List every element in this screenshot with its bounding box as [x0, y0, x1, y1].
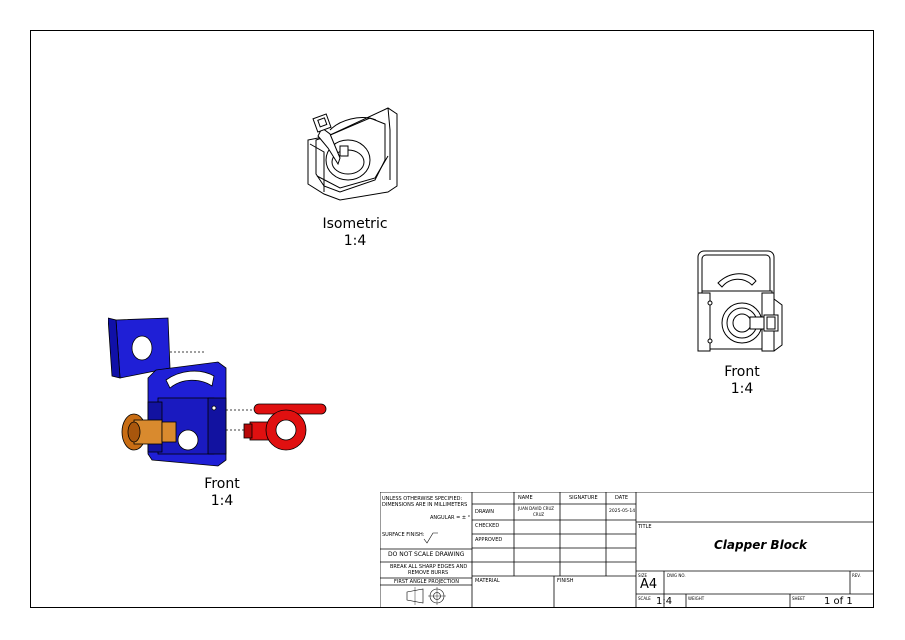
sheet-label: SHEET	[792, 596, 806, 601]
weight-label: WEIGHT	[688, 596, 705, 601]
note-unless-specified: UNLESS OTHERWISE SPECIFIED:	[382, 496, 463, 502]
isometric-view-scale: 1:4	[343, 233, 367, 249]
header-date: DATE	[615, 495, 629, 501]
checked-label: CHECKED	[475, 523, 500, 529]
approved-label: APPROVED	[475, 537, 503, 543]
front-view-left-name: Front	[204, 476, 240, 492]
first-angle-projection-label: FIRST ANGLE PROJECTION	[394, 579, 459, 585]
break-edges-note-line2: REMOVE BURRS	[408, 570, 449, 576]
title-block: UNLESS OTHERWISE SPECIFIED: DIMENSIONS A…	[380, 492, 874, 608]
drawn-label: DRAWN	[475, 509, 494, 515]
sheet-number: 1 of 1	[824, 596, 853, 607]
header-name: NAME	[518, 495, 533, 501]
title-label: TITLE	[638, 524, 652, 530]
front-view-left-label: Front 1:4	[172, 476, 272, 510]
size-label: SIZE	[638, 573, 647, 578]
rev-label: REV.	[852, 573, 861, 578]
isometric-view-drawing	[307, 107, 398, 201]
drawing-sheet-border	[30, 30, 874, 608]
surface-finish-label: SURFACE FINISH:	[382, 532, 425, 538]
sheet-size: A4	[640, 577, 658, 592]
scale-value: 1:4	[656, 596, 673, 607]
material-label: MATERIAL	[475, 578, 500, 584]
note-dimensions-mm: DIMENSIONS ARE IN MILLIMETERS	[382, 502, 468, 508]
drawn-by-name-line1: JUAN DAVID CRUZ	[518, 506, 555, 511]
break-edges-note-line1: BREAK ALL SHARP EDGES AND	[390, 564, 468, 570]
finish-label: FINISH	[557, 578, 574, 584]
front-view-left-scale: 1:4	[210, 493, 234, 509]
front-view-right-drawing	[697, 250, 783, 352]
drawn-by-name-line2: CRUZ	[533, 512, 545, 517]
front-view-right-label: Front 1:4	[692, 364, 792, 398]
do-not-scale-note: DO NOT SCALE DRAWING	[388, 551, 465, 558]
scale-label: SCALE	[638, 596, 651, 601]
isometric-view-label: Isometric 1:4	[305, 216, 405, 250]
front-view-left-drawing	[108, 317, 327, 467]
drawing-title: Clapper Block	[714, 538, 808, 552]
drawn-date: 2025-05-14	[609, 509, 636, 514]
title-block-grid	[380, 492, 874, 608]
dwg-no-label: DWG NO.	[667, 573, 686, 578]
note-angular-tolerance: ANGULAR = ± °	[430, 515, 471, 521]
isometric-view-name: Isometric	[322, 216, 388, 232]
header-signature: SIGNATURE	[569, 495, 598, 501]
front-view-right-scale: 1:4	[730, 381, 754, 397]
front-view-right-name: Front	[724, 364, 760, 380]
